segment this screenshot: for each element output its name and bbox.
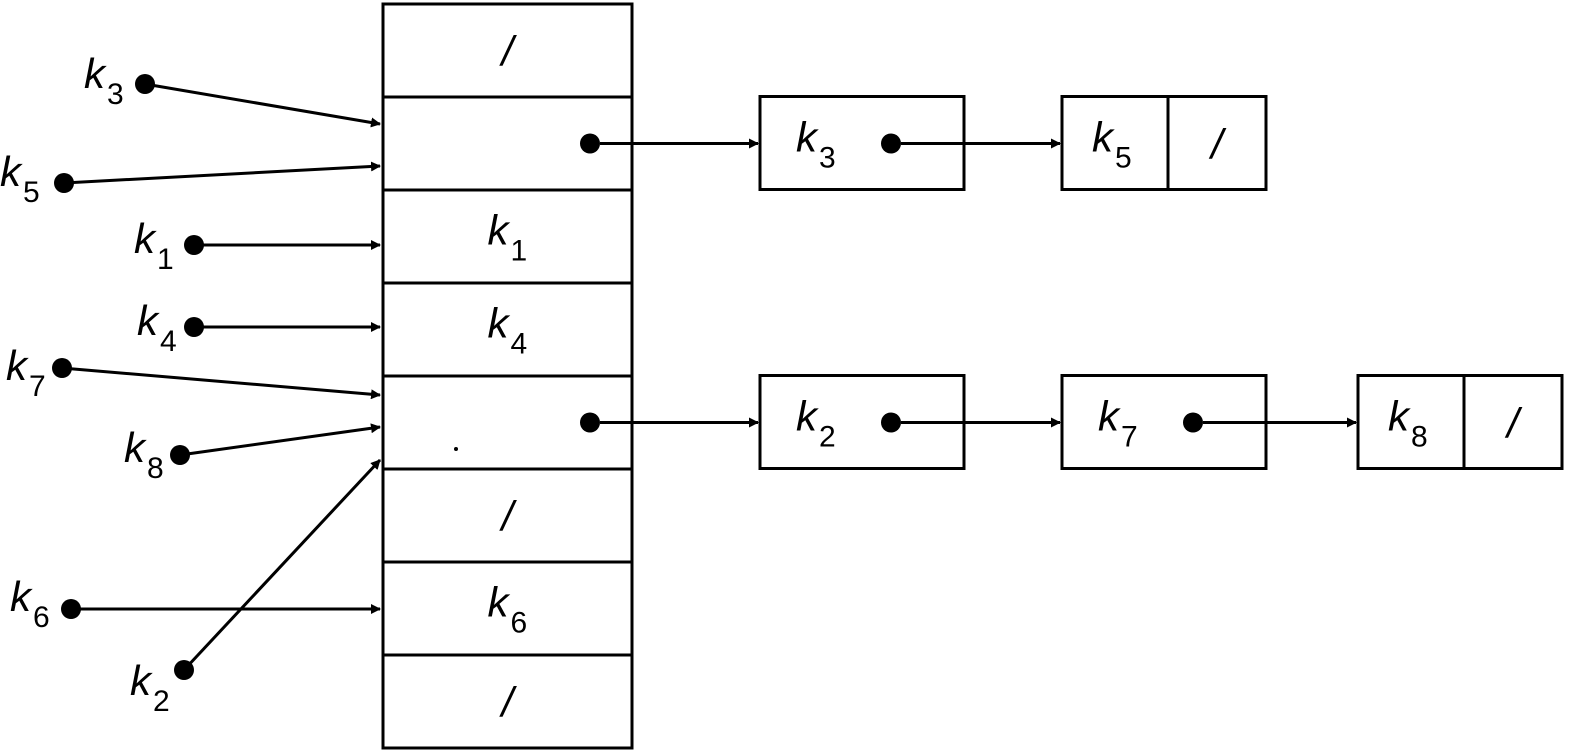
chain-node-key: k5 <box>1092 114 1132 175</box>
input-key-label: k7 <box>6 342 46 403</box>
table-slot-7: / <box>381 653 634 750</box>
chain-node: k5 / <box>1060 95 1268 191</box>
input-key-label: k5 <box>0 148 40 209</box>
hash-arrow <box>179 423 381 457</box>
input-key-label: k4 <box>137 297 177 358</box>
null-marker: / <box>499 28 518 75</box>
slot-key-label: k6 <box>488 579 528 640</box>
input-keys: k3 k5 k1 k4 k7 k8 k2 k6 <box>0 50 382 718</box>
table-slot-box <box>381 653 634 750</box>
table-slot-2: k1 <box>381 188 634 285</box>
chain-node-key: k2 <box>796 393 836 454</box>
pointer-dot <box>881 412 901 433</box>
input-key-dot <box>54 173 74 193</box>
null-marker: / <box>1208 121 1227 168</box>
table-slot-5: / <box>381 467 634 564</box>
hash-arrow <box>144 82 381 128</box>
table-slot-4 <box>381 374 634 471</box>
overflow-chains: k3 k5 / k2 k7 k8 / <box>600 95 1564 470</box>
chain-node: k3 <box>758 95 1061 191</box>
chain-node: k2 <box>758 374 1061 470</box>
table-slot-box <box>381 2 634 99</box>
chain-node-key: k8 <box>1388 393 1428 454</box>
table-slot-box <box>381 467 634 564</box>
input-key-k4: k4 <box>137 297 381 358</box>
input-key-k7: k7 <box>6 342 381 403</box>
pointer-dot <box>580 133 600 154</box>
table-slot-0: / <box>381 2 634 99</box>
input-key-label: k2 <box>130 657 170 718</box>
chain-node-box <box>1356 374 1564 470</box>
hash-arrow <box>63 161 381 185</box>
table-slot-3: k4 <box>381 281 634 378</box>
slot-key-label: k4 <box>488 300 528 361</box>
null-marker: / <box>499 679 518 726</box>
stray-mark <box>454 447 458 451</box>
table-slot-1 <box>381 95 634 192</box>
null-marker: / <box>499 493 518 540</box>
input-key-k8: k8 <box>124 423 381 485</box>
input-key-label: k6 <box>10 573 50 634</box>
pointer-dot <box>580 412 600 433</box>
hash-arrow <box>61 366 381 400</box>
input-key-k5: k5 <box>0 148 381 209</box>
table-slot-box <box>381 188 634 285</box>
hash-table: / k1 k4 / k6 / <box>381 2 634 750</box>
input-key-k1: k1 <box>134 215 381 276</box>
null-marker: / <box>1504 400 1523 447</box>
input-key-label: k8 <box>124 424 164 485</box>
chain-node: k7 <box>1060 374 1357 470</box>
chain-1: k2 k7 k8 / <box>600 374 1564 470</box>
input-key-k3: k3 <box>84 50 381 128</box>
input-key-k2: k2 <box>130 458 382 718</box>
table-slot-box <box>381 281 634 378</box>
table-slot-box <box>381 560 634 657</box>
chain-node-key: k3 <box>796 114 836 175</box>
input-key-k6: k6 <box>10 573 381 634</box>
input-key-label: k3 <box>84 50 124 111</box>
slot-key-label: k1 <box>488 207 528 268</box>
table-slot-6: k6 <box>381 560 634 657</box>
hash-arrow <box>182 458 382 672</box>
pointer-dot <box>1183 412 1203 433</box>
input-key-label: k1 <box>134 215 174 276</box>
chain-node: k8 / <box>1356 374 1564 470</box>
chain-node-box <box>1060 95 1268 191</box>
pointer-dot <box>881 133 901 154</box>
chain-0: k3 k5 / <box>600 95 1268 191</box>
chain-node-key: k7 <box>1098 393 1138 454</box>
